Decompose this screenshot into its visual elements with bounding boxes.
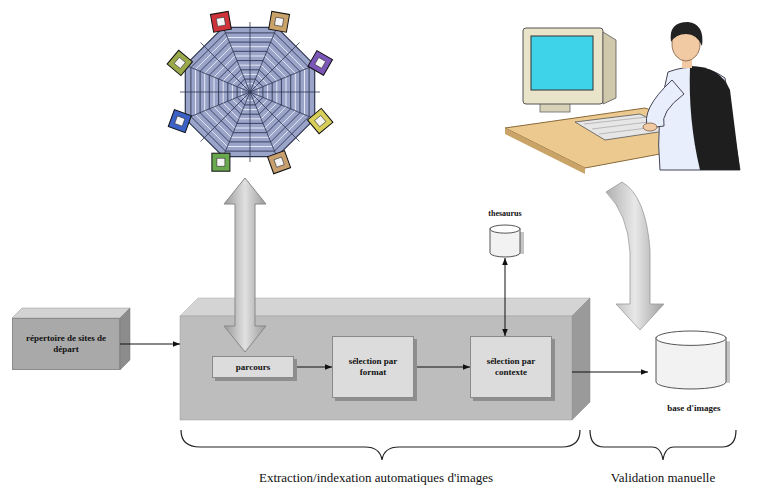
double-arrow — [224, 178, 266, 352]
node-label: sélection par format — [338, 356, 408, 378]
cylinder-shape — [652, 330, 730, 390]
node-label: répertoire de sites de départ — [18, 333, 114, 355]
connector-arrow — [572, 372, 648, 373]
node-label: sélection par contexte — [476, 356, 546, 378]
node-label: parcours — [236, 362, 270, 373]
process-group: Extraction/indexation automatiques d'ima… — [180, 316, 572, 420]
brace — [590, 430, 736, 460]
connector-arrow — [120, 344, 180, 345]
box-side-face — [120, 308, 130, 370]
process-box: sélection par contexte — [470, 336, 552, 398]
web-illustration — [167, 11, 333, 173]
computer-user-illustration — [505, 22, 740, 174]
process-box: parcours — [212, 356, 294, 378]
brace-label: Validation manuelle — [590, 470, 736, 486]
process-box: sélection par format — [332, 336, 414, 398]
node-label: thesaurus — [476, 208, 534, 219]
connector-arrow — [505, 258, 506, 336]
start-box: répertoire de sites de départ — [12, 318, 120, 370]
node-label: Extraction/indexation automatiques d'ima… — [180, 470, 572, 486]
cylinder-shape — [486, 224, 524, 258]
box-side-face — [572, 298, 590, 420]
connector-arrow — [414, 367, 470, 368]
brace — [181, 430, 580, 460]
curved-arrow — [606, 182, 664, 330]
database-cylinder: thesaurus — [476, 208, 534, 258]
database-cylinder: base d'images — [648, 330, 740, 414]
connector-arrow — [294, 367, 332, 368]
node-label: base d'images — [648, 402, 740, 414]
box-top-face — [12, 308, 130, 318]
